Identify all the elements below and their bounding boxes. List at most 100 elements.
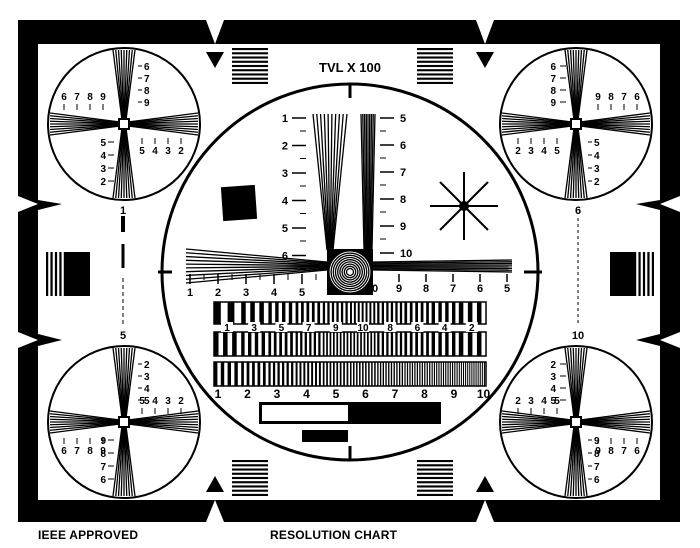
bar-row-1-label-bg (302, 322, 315, 332)
vertical-scale-right-label: 10 (400, 248, 412, 260)
corner-wedge-line (127, 124, 199, 131)
zone-plate-ring (333, 255, 367, 289)
bar-row-1-bar (390, 302, 394, 324)
edge-bar-right (634, 252, 637, 296)
corner-wedge-line (124, 49, 131, 121)
corner-vertical-lower-label: 2 (100, 177, 106, 188)
bar-row-3-bar (431, 362, 433, 386)
bar-row-3-bar (322, 362, 325, 386)
bar-row-1-bar (350, 302, 352, 324)
corner-wedge-line (572, 127, 577, 199)
corner-row-label: 9 (100, 446, 106, 457)
bar-row-3-bar (246, 362, 250, 386)
bar-row-2-bar (373, 332, 376, 356)
bar-row-3-label: 9 (451, 387, 458, 401)
bar-row-3-bar (452, 362, 454, 386)
corner-vertical-lower-label: 3 (100, 164, 106, 175)
bar-row-2-bar (254, 332, 259, 356)
footer-right-label: RESOLUTION CHART (270, 528, 398, 542)
corner-wedge-line (120, 127, 125, 199)
edge-bar-bottom-left (232, 464, 268, 467)
bar-row-3-bar (445, 362, 447, 386)
corner-wedge-line (572, 49, 577, 121)
bar-row-2-bar (241, 332, 245, 356)
vertical-scale-left-label: 2 (282, 141, 288, 153)
bar-row-1-bar (381, 302, 384, 324)
bar-row-3-bar (460, 362, 462, 386)
edge-bar-bottom-left (232, 493, 268, 496)
corner-wedge-line (575, 425, 580, 497)
bar-row-1-bar (369, 302, 372, 324)
bar-row-1-bar (340, 302, 344, 324)
bar-row-3-label: 2 (244, 387, 251, 401)
corner-vertical-lower-label: 5 (100, 138, 106, 149)
bar-row-3-bar (377, 362, 379, 386)
bar-row-2-bar (339, 332, 342, 356)
center-horizontal-wedge-left (185, 268, 328, 280)
corner-row-label: 2 (515, 396, 521, 407)
edge-bar-bottom-left (232, 460, 268, 463)
bar-row-2-bar (284, 332, 288, 356)
corner-row-label: 8 (608, 92, 614, 103)
bar-row-3-bar (404, 362, 406, 386)
bar-row-2-bar (377, 332, 380, 356)
bar-row-2-bar (399, 332, 403, 356)
corner-row-label: 6 (61, 446, 67, 457)
corner-wedge-line (579, 112, 651, 123)
bar-row-1-bar (426, 302, 429, 324)
corner-wedge-line (125, 347, 136, 419)
corner-wedge-line (579, 115, 651, 124)
bar-row-2-bar (367, 332, 369, 356)
corner-wedge-line (572, 425, 577, 497)
corner-wedge-line (569, 347, 576, 419)
edge-bar-top-right (417, 73, 453, 76)
corner-wedge-line (127, 117, 199, 124)
corner-wedge-line (125, 127, 136, 199)
bar-row-3-bar (268, 362, 271, 386)
corner-row-label: 4 (152, 396, 158, 407)
edge-bar-top-right (417, 77, 453, 80)
bar-row-1-bar (420, 302, 424, 324)
center-vertical-wedge-right (369, 113, 373, 251)
corner-wedge-line (567, 347, 576, 419)
bar-row-3-bar (315, 362, 317, 386)
bar-row-3-bar (277, 362, 280, 386)
bar-row-1-bar (322, 302, 326, 324)
center-vertical-wedge-left (316, 113, 329, 251)
bar-row-2-bar (295, 332, 298, 356)
corner-wedge-line (124, 425, 131, 497)
corner-center-box (118, 416, 130, 428)
side-label-right-bottom: 10 (572, 330, 584, 342)
bar-row-1-bar (353, 302, 356, 324)
center-vertical-wedge-right (371, 113, 376, 251)
bar-row-3-bar (475, 362, 477, 386)
corner-wedge-line (117, 347, 124, 419)
center-horizontal-wedge-right (372, 259, 513, 263)
corner-row-label: 4 (541, 396, 547, 407)
bar-row-1-bar (386, 302, 389, 324)
corner-row-label: 7 (621, 446, 627, 457)
bar-row-3-bar (291, 362, 294, 386)
zone-plate-ring (344, 266, 356, 278)
vertical-scale-left-label: 1 (282, 113, 288, 125)
bar-row-2-bar (326, 332, 328, 356)
corner-wedge-line (501, 422, 573, 429)
vertical-scale-right-label: 8 (400, 194, 406, 206)
corner-vertical-label: 8 (144, 86, 150, 97)
corner-wedge-line (49, 117, 121, 124)
corner-row-label: 5 (554, 146, 560, 157)
corner-row-label: 7 (74, 446, 80, 457)
corner-vertical-lower-label: 3 (594, 164, 600, 175)
bar-row-3-label: 1 (215, 387, 222, 401)
bar-row-3-bar (371, 362, 373, 386)
corner-wedge-line (127, 115, 199, 124)
corner-center-box (570, 118, 582, 130)
bar-row-3-bar (356, 362, 358, 386)
corner-wedge-line (124, 49, 133, 121)
center-vertical-wedge-left (327, 113, 331, 251)
bar-row-2-bar (404, 332, 408, 356)
corner-wedge-line (120, 347, 125, 419)
edge-bar-bottom-right (417, 468, 453, 471)
corner-wedge-line (501, 124, 573, 133)
bar-row-2-bar (370, 332, 373, 356)
